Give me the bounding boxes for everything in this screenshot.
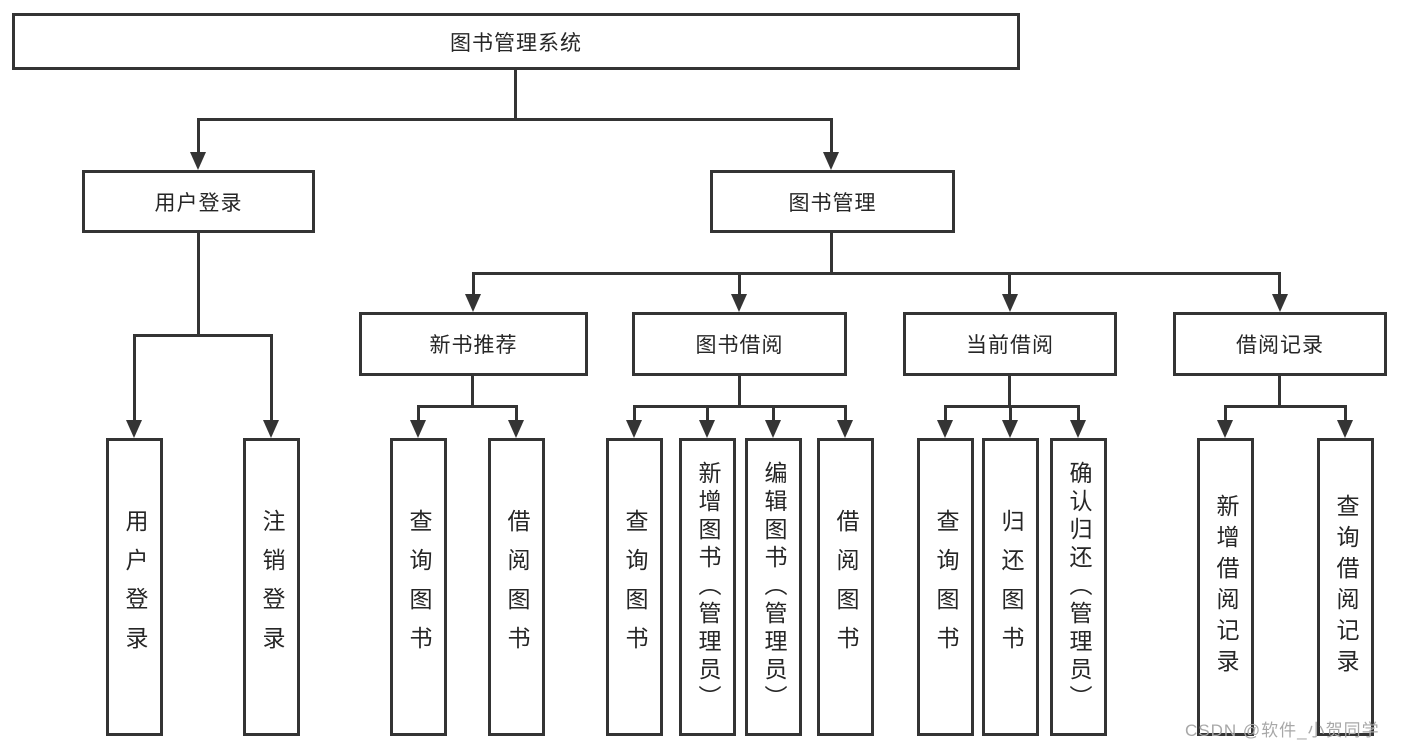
leaf-query-borrow-record: 查询借阅记录: [1317, 438, 1374, 736]
leaf-borrow-book-label: 借阅图书: [833, 509, 859, 665]
leaf-logout-label: 注销登录: [259, 509, 285, 665]
arrow-down-icon: [626, 420, 642, 438]
node-new-book-recommend-label: 新书推荐: [429, 334, 518, 357]
leaf-current-query-book-label: 查询图书: [933, 509, 959, 665]
connector-line: [515, 405, 518, 422]
connector-line: [1077, 405, 1080, 422]
leaf-edit-book-admin-label: 编辑图书（管理员）: [761, 461, 787, 713]
arrow-down-icon: [731, 294, 747, 312]
leaf-return-book-label: 归还图书: [998, 509, 1024, 665]
arrow-down-icon: [1337, 420, 1353, 438]
connector-line: [471, 376, 474, 407]
node-current-borrow: 当前借阅: [903, 312, 1117, 376]
leaf-query-borrow-record-label: 查询借阅记录: [1333, 494, 1359, 680]
connector-line: [1344, 405, 1347, 422]
leaf-user-login: 用户登录: [106, 438, 163, 736]
leaf-recommend-borrow-book: 借阅图书: [488, 438, 545, 736]
arrow-down-icon: [1002, 294, 1018, 312]
leaf-return-book: 归还图书: [982, 438, 1039, 736]
connector-line: [417, 405, 420, 422]
connector-line: [1224, 405, 1346, 408]
arrow-down-icon: [190, 152, 206, 170]
arrow-down-icon: [508, 420, 524, 438]
connector-line: [133, 334, 136, 422]
node-user-login: 用户登录: [82, 170, 315, 233]
connector-line: [197, 118, 833, 121]
leaf-recommend-query-book: 查询图书: [390, 438, 447, 736]
connector-line: [633, 405, 847, 408]
leaf-borrow-query-book-label: 查询图书: [622, 509, 648, 665]
arrow-down-icon: [126, 420, 142, 438]
connector-line: [1008, 272, 1011, 296]
node-book-borrow-label: 图书借阅: [695, 334, 784, 357]
connector-line: [472, 272, 1281, 275]
connector-line: [417, 405, 518, 408]
connector-line: [830, 233, 833, 275]
connector-line: [633, 405, 636, 422]
arrow-down-icon: [937, 420, 953, 438]
connector-line: [944, 405, 947, 422]
arrow-down-icon: [263, 420, 279, 438]
arrow-down-icon: [765, 420, 781, 438]
leaf-confirm-return-admin: 确认归还（管理员）: [1050, 438, 1107, 736]
node-user-login-label: 用户登录: [154, 191, 243, 215]
leaf-add-book-admin: 新增图书（管理员）: [679, 438, 736, 736]
leaf-recommend-query-book-label: 查询图书: [406, 509, 432, 665]
connector-line: [1008, 376, 1011, 407]
leaf-recommend-borrow-book-label: 借阅图书: [504, 509, 530, 665]
arrow-down-icon: [1002, 420, 1018, 438]
connector-line: [738, 272, 741, 296]
node-borrow-records: 借阅记录: [1173, 312, 1387, 376]
connector-line: [1278, 376, 1281, 407]
connector-line: [472, 272, 475, 296]
connector-line: [270, 334, 273, 422]
arrow-down-icon: [465, 294, 481, 312]
arrow-down-icon: [1272, 294, 1288, 312]
arrow-down-icon: [837, 420, 853, 438]
node-book-borrow: 图书借阅: [632, 312, 847, 376]
arrow-down-icon: [1217, 420, 1233, 438]
connector-line: [830, 118, 833, 154]
node-borrow-records-label: 借阅记录: [1236, 334, 1324, 357]
connector-line: [133, 334, 273, 337]
connector-line: [197, 233, 200, 337]
leaf-add-borrow-record-label: 新增借阅记录: [1213, 494, 1239, 680]
connector-line: [514, 70, 517, 121]
connector-line: [706, 405, 709, 422]
node-root-label: 图书管理系统: [450, 31, 582, 55]
leaf-add-book-admin-label: 新增图书（管理员）: [695, 461, 721, 713]
leaf-edit-book-admin: 编辑图书（管理员）: [745, 438, 802, 736]
csdn-watermark: CSDN @软件_小贺同学: [1185, 721, 1380, 740]
leaf-user-login-label: 用户登录: [122, 509, 148, 665]
connector-line: [1009, 405, 1012, 422]
leaf-borrow-book: 借阅图书: [817, 438, 874, 736]
leaf-current-query-book: 查询图书: [917, 438, 974, 736]
connector-line: [1278, 272, 1281, 296]
connector-line: [738, 376, 741, 407]
arrow-down-icon: [699, 420, 715, 438]
leaf-add-borrow-record: 新增借阅记录: [1197, 438, 1254, 736]
arrow-down-icon: [1070, 420, 1086, 438]
connector-line: [944, 405, 1080, 408]
node-book-management: 图书管理: [710, 170, 955, 233]
connector-line: [772, 405, 775, 422]
node-book-management-label: 图书管理: [788, 191, 877, 215]
connector-line: [844, 405, 847, 422]
arrow-down-icon: [823, 152, 839, 170]
leaf-borrow-query-book: 查询图书: [606, 438, 663, 736]
leaf-logout: 注销登录: [243, 438, 300, 736]
node-new-book-recommend: 新书推荐: [359, 312, 588, 376]
node-root: 图书管理系统: [12, 13, 1020, 70]
arrow-down-icon: [410, 420, 426, 438]
leaf-confirm-return-admin-label: 确认归还（管理员）: [1066, 461, 1092, 713]
connector-line: [1224, 405, 1227, 422]
node-current-borrow-label: 当前借阅: [966, 334, 1054, 357]
connector-line: [197, 118, 200, 154]
